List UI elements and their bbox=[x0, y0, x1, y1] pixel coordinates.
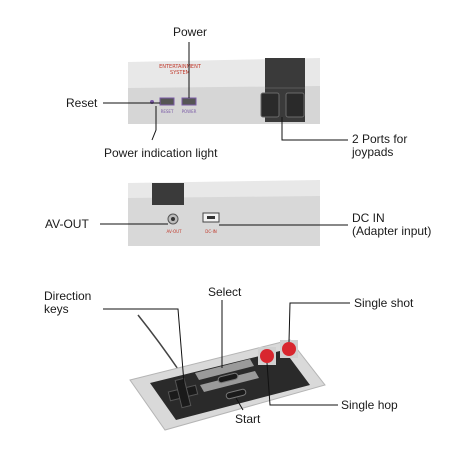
power-print: POWER bbox=[182, 109, 197, 114]
label-joypad-ports-line2: joypads bbox=[352, 145, 394, 159]
label-power-indication-light: Power indication light bbox=[104, 146, 218, 160]
power-button-icon bbox=[181, 97, 197, 106]
select-button-icon bbox=[217, 372, 239, 384]
reset-button-icon bbox=[159, 97, 175, 106]
dpad-icon bbox=[167, 377, 199, 409]
start-button-icon bbox=[225, 388, 247, 400]
label-dc-in-line2: (Adapter input) bbox=[352, 224, 432, 238]
label-single-shot: Single shot bbox=[354, 296, 414, 310]
console-back-callouts bbox=[100, 223, 348, 226]
single-shot-button-icon bbox=[282, 342, 296, 356]
controller bbox=[129, 314, 326, 431]
label-reset: Reset bbox=[66, 96, 98, 110]
av-out-print: AV-OUT bbox=[166, 229, 182, 234]
label-dc-in-line1: DC IN bbox=[352, 211, 385, 225]
joypad-port-1 bbox=[260, 92, 280, 118]
label-av-out: AV-OUT bbox=[45, 217, 89, 231]
dc-in-print: DC-IN bbox=[205, 229, 217, 234]
label-direction-keys-line1: Direction bbox=[44, 289, 92, 303]
single-hop-button-icon bbox=[260, 349, 274, 363]
console-back-face bbox=[128, 196, 320, 246]
label-direction-keys-line2: keys bbox=[44, 302, 69, 316]
console-top-view: ENTERTAINMENT SYSTEM RESET POWER bbox=[128, 58, 320, 124]
label-single-hop: Single hop bbox=[341, 398, 398, 412]
console-top-callouts bbox=[103, 42, 348, 141]
joypad-port-2 bbox=[285, 92, 305, 118]
label-select: Select bbox=[208, 285, 242, 299]
console-brand-line1: ENTERTAINMENT bbox=[159, 64, 202, 70]
label-power: Power bbox=[173, 25, 208, 39]
console-back-dark-panel bbox=[152, 183, 184, 205]
reset-print: RESET bbox=[161, 109, 174, 114]
controller-callouts bbox=[103, 300, 350, 411]
console-back-view: AV-OUT DC-IN bbox=[128, 180, 320, 246]
label-joypad-ports-line1: 2 Ports for bbox=[352, 132, 408, 146]
controller-cable bbox=[137, 314, 181, 373]
console-brand-line2: SYSTEM bbox=[170, 70, 190, 76]
label-start: Start bbox=[235, 412, 261, 426]
